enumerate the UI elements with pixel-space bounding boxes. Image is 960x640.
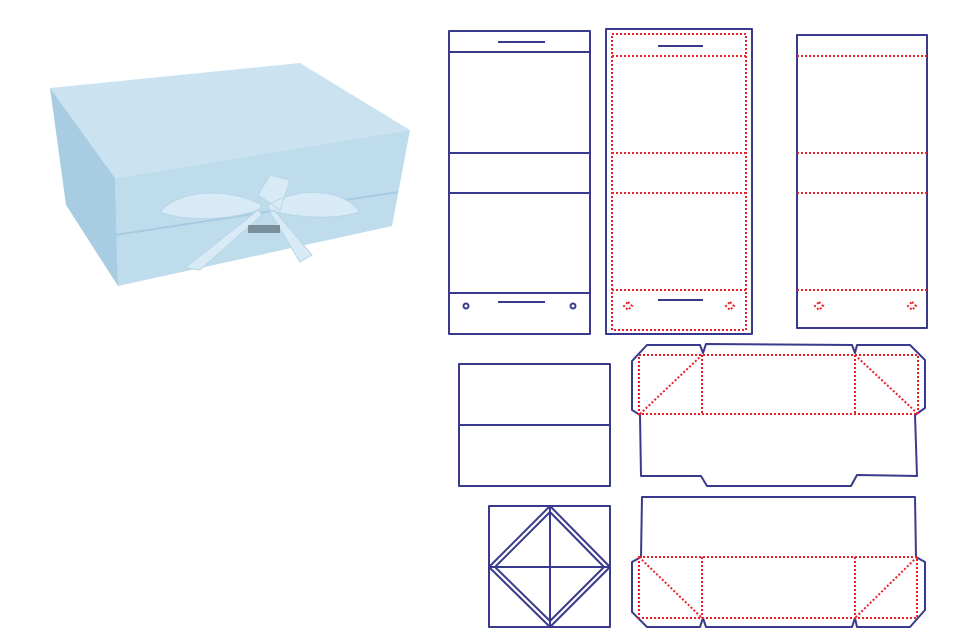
gift-box-photo (50, 63, 410, 286)
magnet-mark (724, 300, 736, 312)
magnet-mark (813, 300, 825, 312)
ribbon-slot (248, 225, 280, 233)
dieline-tray-top (631, 343, 926, 487)
dieline-panel-a (448, 30, 591, 335)
box-front (115, 130, 410, 286)
dieline-panel-d (458, 363, 611, 487)
magnet-hole (462, 302, 470, 310)
dieline-panel-e (488, 505, 611, 628)
magnet-mark (622, 300, 634, 312)
dieline-tray-bottom (631, 496, 926, 628)
dieline-panel-c (796, 34, 928, 329)
box-lid-top (50, 63, 410, 178)
dieline-panel-b (605, 28, 753, 335)
magnet-hole (569, 302, 577, 310)
box-side (50, 88, 118, 286)
ribbon-bow (159, 174, 361, 271)
magnet-mark (906, 300, 918, 312)
